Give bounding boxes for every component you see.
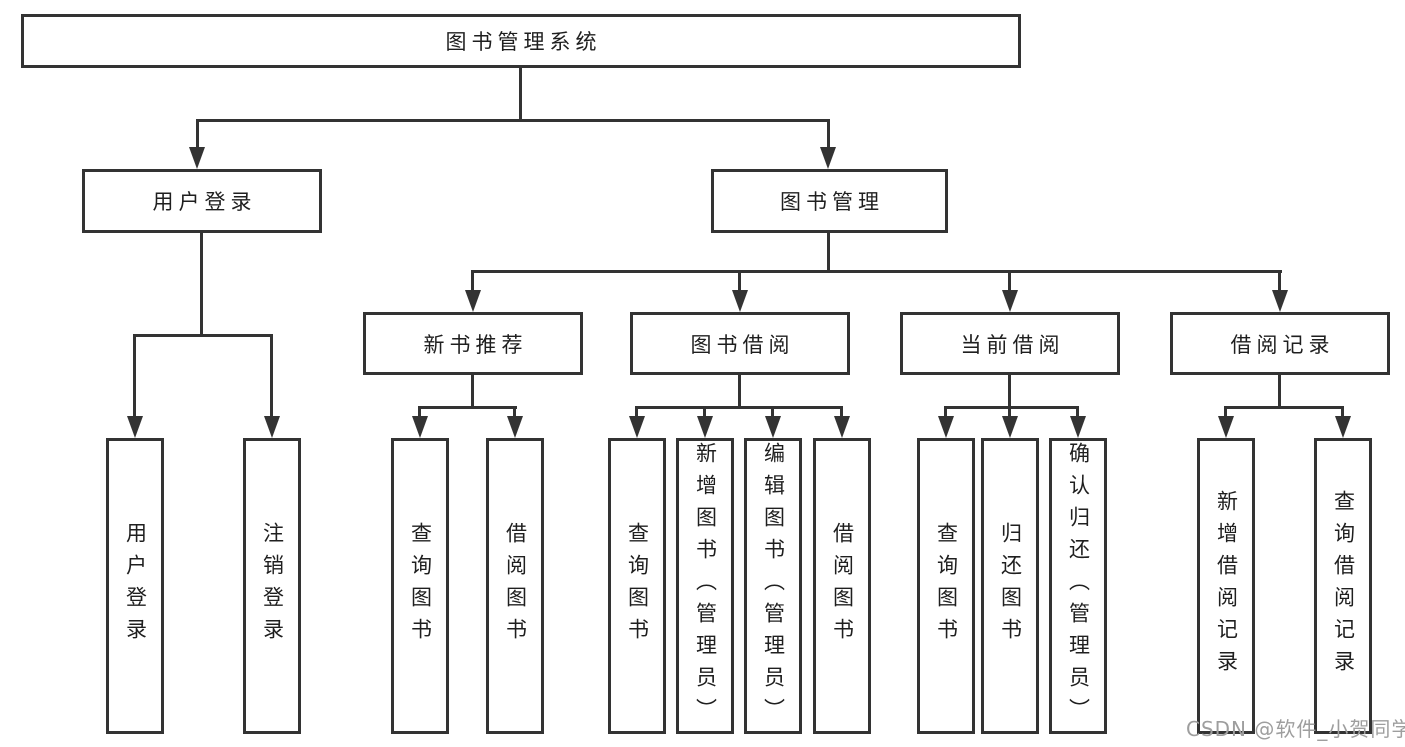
arrowhead-leaf-user-login (127, 416, 143, 438)
connector-new-book-stub (471, 375, 474, 409)
arrowhead-current-confirm (1070, 416, 1086, 438)
connector-drop-borrow-query (635, 406, 638, 420)
connector-book-borrow-split (635, 406, 843, 409)
leaf-borrowing-add-books-label: 新增图书（管理员） (693, 442, 718, 730)
arrowhead-borrow-records (1272, 290, 1288, 312)
leaf-logout-login-label: 注销登录 (260, 522, 285, 650)
connector-drop-records-add (1224, 406, 1227, 420)
connector-drop-rec-query (418, 406, 421, 420)
arrowhead-records-add (1218, 416, 1234, 438)
arrowhead-borrow-borrow (834, 416, 850, 438)
arrowhead-records-query (1335, 416, 1351, 438)
csdn-watermark: CSDN @软件_小贺同学 (1186, 717, 1405, 741)
arrowhead-current-return (1002, 416, 1018, 438)
connector-drop-user-login (196, 119, 199, 150)
leaf-records-query-record: 查询借阅记录 (1314, 438, 1372, 734)
leaf-records-add-record: 新增借阅记录 (1197, 438, 1255, 734)
connector-current-borrow-stub (1008, 375, 1011, 409)
arrowhead-rec-query (412, 416, 428, 438)
leaf-borrowing-borrow-books-label: 借阅图书 (830, 522, 855, 650)
connector-borrow-records-stub (1278, 375, 1281, 409)
leaf-borrowing-borrow-books: 借阅图书 (813, 438, 871, 734)
leaf-borrowing-query-books-label: 查询图书 (625, 522, 650, 650)
leaf-records-query-record-label: 查询借阅记录 (1331, 490, 1356, 682)
leaf-borrowing-edit-books: 编辑图书（管理员） (744, 438, 802, 734)
leaf-user-login-label: 用户登录 (123, 522, 148, 650)
connector-current-borrow-split (944, 406, 1079, 409)
node-new-book-recommend: 新书推荐 (363, 312, 583, 375)
node-current-borrowing: 当前借阅 (900, 312, 1120, 375)
connector-drop-borrow-borrow (840, 406, 843, 420)
arrowhead-current-borrow (1002, 290, 1018, 312)
arrowhead-rec-borrow (507, 416, 523, 438)
arrowhead-new-book (465, 290, 481, 312)
arrowhead-book-management (820, 147, 836, 169)
arrowhead-borrow-add (697, 416, 713, 438)
connector-user-login-stub (200, 233, 203, 336)
connector-drop-current-borrow (1008, 270, 1011, 292)
arrowhead-leaf-logout (264, 416, 280, 438)
leaf-current-query-books: 查询图书 (917, 438, 975, 734)
connector-level1-split (196, 119, 830, 122)
node-book-borrowing: 图书借阅 (630, 312, 850, 375)
arrowhead-current-query (938, 416, 954, 438)
connector-drop-current-query (944, 406, 947, 420)
connector-drop-current-confirm (1076, 406, 1079, 420)
leaf-current-confirm-return-label: 确认归还（管理员） (1066, 442, 1091, 730)
connector-drop-current-return (1008, 406, 1011, 420)
leaf-current-query-books-label: 查询图书 (934, 522, 959, 650)
leaf-current-return-books-label: 归还图书 (998, 522, 1023, 650)
connector-drop-rec-borrow (513, 406, 516, 420)
connector-drop-leaf-logout (270, 334, 273, 418)
leaf-user-login: 用户登录 (106, 438, 164, 734)
connector-drop-borrow-edit (771, 406, 774, 420)
leaf-borrowing-query-books: 查询图书 (608, 438, 666, 734)
connector-drop-leaf-user-login (133, 334, 136, 418)
connector-new-book-split (418, 406, 517, 409)
arrowhead-borrow-edit (765, 416, 781, 438)
arrowhead-borrow-query (629, 416, 645, 438)
leaf-recommend-borrow-books-label: 借阅图书 (503, 522, 528, 650)
connector-drop-records-query (1341, 406, 1344, 420)
connector-root-stub (519, 68, 522, 122)
leaf-logout-login: 注销登录 (243, 438, 301, 734)
connector-level3-split (471, 270, 1282, 273)
node-library-system: 图书管理系统 (21, 14, 1021, 68)
leaf-current-confirm-return: 确认归还（管理员） (1049, 438, 1107, 734)
leaf-borrowing-add-books: 新增图书（管理员） (676, 438, 734, 734)
connector-drop-book-borrow (738, 270, 741, 292)
arrowhead-book-borrow (732, 290, 748, 312)
node-borrowing-records: 借阅记录 (1170, 312, 1390, 375)
leaf-recommend-borrow-books: 借阅图书 (486, 438, 544, 734)
connector-user-login-split (133, 334, 273, 337)
connector-book-management-stub (827, 233, 830, 273)
connector-drop-book-management (827, 119, 830, 150)
connector-drop-borrow-add (703, 406, 706, 420)
leaf-records-add-record-label: 新增借阅记录 (1214, 490, 1239, 682)
node-user-login: 用户登录 (82, 169, 322, 233)
connector-borrow-records-split (1224, 406, 1344, 409)
node-book-management: 图书管理 (711, 169, 948, 233)
arrowhead-user-login (189, 147, 205, 169)
connector-drop-new-book (471, 270, 474, 292)
leaf-borrowing-edit-books-label: 编辑图书（管理员） (761, 442, 786, 730)
leaf-recommend-query-books: 查询图书 (391, 438, 449, 734)
leaf-recommend-query-books-label: 查询图书 (408, 522, 433, 650)
connector-book-borrow-stub (738, 375, 741, 409)
connector-drop-borrow-records (1278, 270, 1281, 292)
leaf-current-return-books: 归还图书 (981, 438, 1039, 734)
